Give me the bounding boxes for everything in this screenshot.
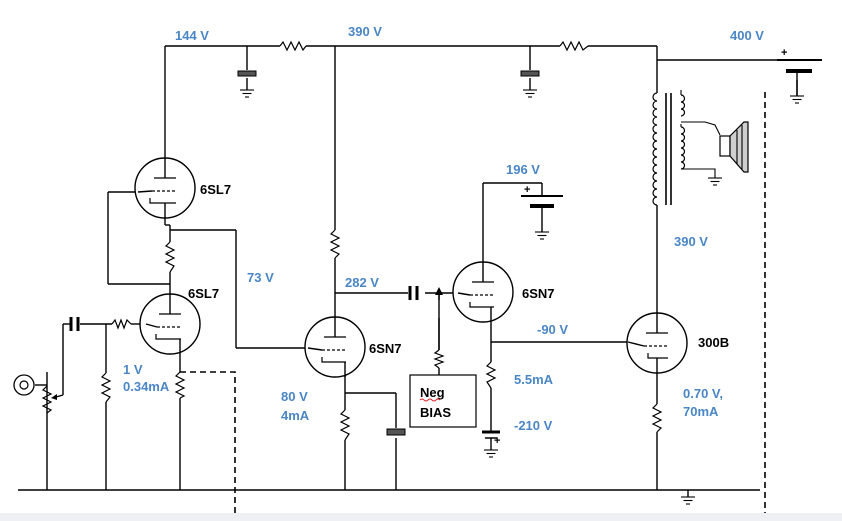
tube-6sn7-right (452, 261, 514, 323)
resistor-rail-2 (559, 40, 589, 52)
tube-label-6sn7-left: 6SN7 (369, 341, 402, 356)
tube-label-300b: 300B (698, 335, 729, 350)
battery-196v: + (521, 184, 563, 240)
tube-6sl7-upper (134, 157, 196, 219)
svg-text:+: + (781, 47, 787, 59)
svg-text:+: + (494, 435, 500, 447)
resistor-6sn7-load (485, 361, 497, 389)
resistor-pot (41, 385, 53, 414)
dashed-chassis-line (180, 371, 236, 513)
label-400v: 400 V (730, 28, 764, 43)
voltage-labels: 144 V 390 V 400 V 196 V 390 V 73 V 282 V… (123, 24, 764, 433)
label-390v-top: 390 V (348, 24, 382, 39)
capacitor-input (69, 317, 80, 331)
neg-bias-line1: Neg (420, 385, 445, 400)
label-55ma: 5.5mA (514, 372, 554, 387)
bottom-edge-strip (0, 513, 842, 521)
label-70ma: 70mA (683, 404, 719, 419)
output-transformer (652, 90, 723, 206)
capacitor-cathode-bypass (386, 428, 406, 436)
wires (18, 45, 822, 497)
resistor-rail-1 (279, 40, 307, 52)
resistors (41, 40, 663, 441)
resistor-300b-cathode (651, 403, 663, 433)
label-73v: 73 V (247, 270, 274, 285)
label-034ma: 0.34mA (123, 379, 170, 394)
resistor-6sn7-cathode (339, 409, 351, 441)
tube-label-6sl7-upper: 6SL7 (200, 182, 231, 197)
label-neg210v: -210 V (514, 418, 553, 433)
neg-bias-box: Neg BIAS (409, 374, 477, 428)
capacitors (69, 70, 540, 436)
label-070v: 0.70 V, (683, 386, 723, 401)
tube-6sn7-left (304, 316, 366, 378)
ground-symbol (680, 496, 696, 505)
input-jack (13, 374, 35, 396)
resistor-6sl7-cathode (174, 371, 186, 399)
resistor-6sn7-plate (329, 229, 341, 259)
label-196v: 196 V (506, 162, 540, 177)
resistor-6sl7-plate (164, 241, 176, 273)
label-282v: 282 V (345, 275, 379, 290)
label-80v: 80 V (281, 389, 308, 404)
resistor-neg-bias (433, 349, 445, 369)
label-1v: 1 V (123, 362, 143, 377)
speaker-icon (719, 121, 749, 173)
label-neg90v: -90 V (537, 322, 568, 337)
tube-6sl7-lower (139, 293, 201, 355)
label-4ma: 4mA (281, 408, 310, 423)
battery-neg-210v: + (482, 430, 500, 458)
label-144v: 144 V (175, 28, 209, 43)
label-390v-right: 390 V (674, 234, 708, 249)
tube-label-6sl7-lower: 6SL7 (188, 286, 219, 301)
capacitor-rail-2 (520, 70, 540, 98)
resistor-grid-stopper (111, 318, 132, 330)
battery-400v: + (777, 47, 822, 104)
svg-text:+: + (524, 184, 530, 196)
capacitor-coupling (408, 286, 419, 300)
neg-bias-line2: BIAS (420, 405, 451, 420)
resistor-grid-leak (100, 372, 112, 403)
tube-300b (626, 312, 688, 374)
capacitor-rail-1 (237, 70, 257, 98)
tube-label-6sn7-right: 6SN7 (522, 286, 555, 301)
